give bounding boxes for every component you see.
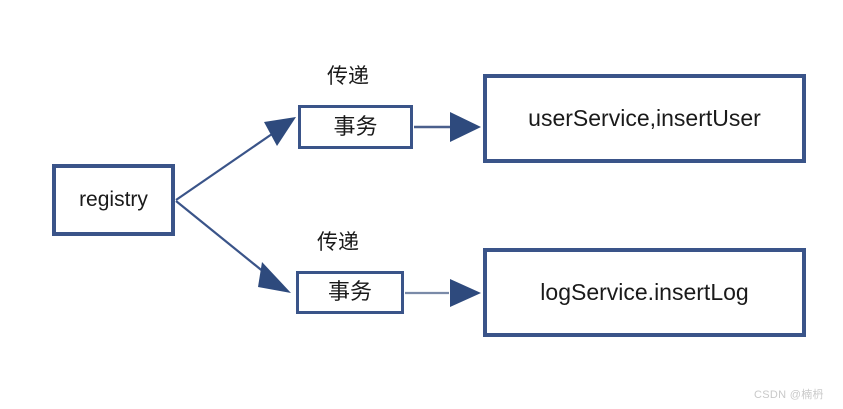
node-transaction-bottom: 事务 <box>296 271 404 314</box>
node-registry-label: registry <box>79 188 148 212</box>
arrow-registry-to-transaction-top <box>175 117 296 201</box>
edge-label-pass-bottom: 传递 <box>317 231 359 254</box>
node-log-service-label: logService.insertLog <box>540 278 749 305</box>
arrow-transaction-bottom-to-log-service <box>405 279 481 307</box>
watermark: CSDN @楠枬 <box>754 389 824 401</box>
edge-label-pass-top: 传递 <box>327 65 369 88</box>
node-user-service-label: userService,insertUser <box>528 104 761 131</box>
node-transaction-bottom-label: 事务 <box>327 279 372 305</box>
arrow-registry-to-transaction-bottom <box>175 200 291 293</box>
node-log-service: logService.insertLog <box>483 248 806 337</box>
node-transaction-top: 事务 <box>298 105 413 149</box>
node-registry: registry <box>52 164 175 236</box>
node-user-service: userService,insertUser <box>483 74 806 163</box>
arrow-transaction-top-to-user-service <box>414 112 481 142</box>
node-transaction-top-label: 事务 <box>333 113 378 139</box>
